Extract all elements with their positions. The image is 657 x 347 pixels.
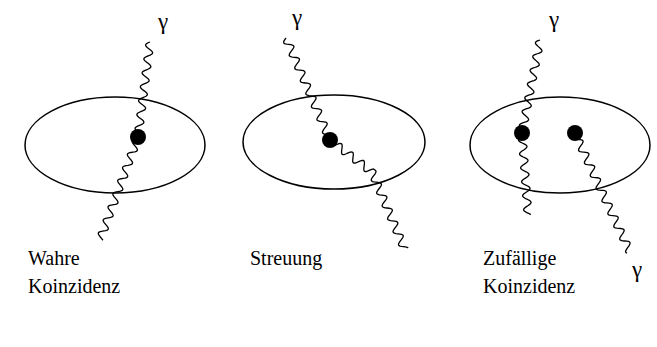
caption: Zufällige Koinzidenz xyxy=(483,244,603,300)
gamma-ray xyxy=(573,133,630,253)
caption: Wahre Koinzidenz xyxy=(28,244,148,300)
gamma-label: γ xyxy=(632,254,642,286)
detector-ring xyxy=(470,97,650,193)
gamma-ray xyxy=(284,38,409,248)
gamma-label: γ xyxy=(549,4,559,36)
annihilation-point xyxy=(514,125,530,141)
detector-ring xyxy=(25,97,205,193)
gamma-label: γ xyxy=(158,6,168,38)
gamma-label: γ xyxy=(292,2,302,34)
gamma-ray xyxy=(519,40,542,215)
gamma-ray xyxy=(98,42,152,240)
detector-ring xyxy=(243,95,425,189)
caption: Streuung xyxy=(250,244,390,272)
